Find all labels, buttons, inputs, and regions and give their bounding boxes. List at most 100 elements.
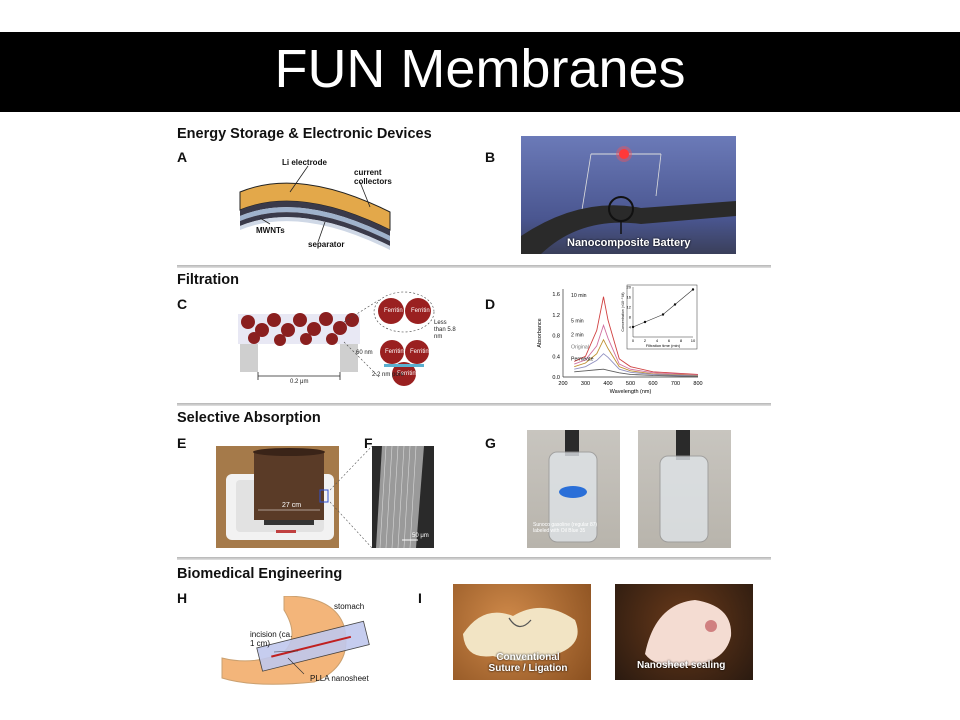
battery-caption: Nanocomposite Battery [567, 237, 691, 249]
inset-x-tick-label: 2 [644, 338, 647, 343]
panel-g-vial-before: Sunoco gasoline (regular 87) labeled wit… [527, 430, 620, 548]
inset-x-tick-label: 0 [632, 338, 635, 343]
label-ferritin-4: Ferritin [410, 349, 429, 355]
label-pore: 2.2 nm pore [372, 372, 405, 378]
inset-y-tick-label: 20 [627, 285, 632, 290]
inset-x-tick-label: 6 [668, 338, 671, 343]
panel-letter-c: C [177, 296, 188, 312]
inset-y-axis-label: Concentration (×10⁻⁶ M) [621, 292, 625, 331]
panel-letter-a: A [177, 149, 188, 165]
inset-x-tick-label: 10 [691, 338, 696, 343]
label-stomach: stomach [334, 602, 365, 611]
curve-label: 5 min [571, 319, 584, 325]
inset-y-tick-label: 12 [627, 305, 632, 310]
x-tick-label: 300 [581, 381, 590, 387]
title-bar: FUN Membranes [0, 32, 960, 112]
y-tick-label: 1.2 [552, 313, 560, 319]
label-mwnts: MWNTs [256, 226, 285, 235]
section-divider [177, 265, 771, 268]
stomach-illustration [221, 595, 370, 685]
y-axis-label: Absorbance [537, 318, 543, 347]
suture-caption: Conventional Suture / Ligation [488, 652, 568, 674]
label-separator: separator [308, 240, 345, 249]
panel-g-vial-after [638, 430, 731, 548]
y-tick-label: 0.0 [552, 375, 560, 381]
vial-caption: Sunoco gasoline (regular 87) labeled wit… [533, 522, 598, 534]
panel-i-suture-photo: Conventional Suture / Ligation [453, 584, 591, 680]
curve-label: 2 min [571, 333, 584, 339]
label-ferritin-1: Ferritin [384, 308, 403, 314]
inset-y-tick-label: 16 [627, 295, 632, 300]
label-nanosheet: PLLA nanosheet [310, 674, 369, 683]
label-roll-width: 27 cm [282, 502, 302, 509]
inset-y-tick-label: 8 [629, 315, 632, 320]
inset-point [673, 303, 677, 306]
section-divider [177, 403, 771, 406]
inset-x-tick-label: 4 [656, 338, 659, 343]
y-tick-label: 1.6 [552, 292, 560, 298]
panel-i-nanosheet-photo: Nanosheet sealing [615, 584, 753, 680]
section-title-filtration: Filtration [177, 272, 240, 288]
panel-h-stomach-diagram: stomach incision (ca. 1 cm) PLLA nanoshe… [214, 595, 394, 688]
label-ferritin-5: Ferritin [397, 371, 416, 377]
label-current-collectors: current collectors [354, 168, 392, 186]
inset-x-axis-label: Filtration time (min) [646, 343, 681, 348]
suture-tissue-illustration [463, 607, 578, 661]
panel-b-battery-photo: Nanocomposite Battery [521, 136, 736, 254]
panel-letter-d: D [485, 296, 496, 312]
series-line [574, 296, 699, 375]
section-divider [177, 557, 771, 560]
vial-before-illustration [548, 430, 598, 543]
label-less-than: Less than 5.8 nm [434, 320, 456, 340]
section-title-absorption: Selective Absorption [177, 410, 321, 426]
zoom-lines [330, 446, 373, 548]
vial-after-illustration [659, 430, 709, 543]
inset-point [643, 320, 647, 324]
label-width: 0.2 μm [290, 379, 309, 385]
x-axis-label: Wavelength (nm) [610, 389, 652, 395]
panel-e-membrane-photo: 27 cm [216, 446, 339, 548]
x-tick-label: 700 [671, 381, 680, 387]
panel-letter-i: I [418, 590, 422, 606]
y-tick-label: 0.4 [552, 354, 560, 360]
panel-letter-f: F [364, 435, 373, 451]
panel-c-filtration-diagram: Ferritin Ferritin Ferritin Ferritin Ferr… [234, 282, 456, 390]
battery-layers-illustration [239, 165, 391, 250]
panel-letter-b: B [485, 149, 496, 165]
label-thickness: 60 nm [356, 350, 373, 356]
membrane-roll-illustration [226, 448, 334, 540]
x-tick-label: 500 [626, 381, 635, 387]
panel-letter-h: H [177, 590, 188, 606]
nanosheet-caption: Nanosheet sealing [637, 660, 726, 671]
curve-label: 10 min [571, 293, 587, 299]
section-title-energy: Energy Storage & Electronic Devices [177, 126, 432, 142]
battery-photo-illustration [521, 146, 736, 254]
x-tick-label: 600 [648, 381, 657, 387]
label-ferritin-2: Ferritin [411, 308, 430, 314]
panel-a-battery-diagram: Li electrode current collectors MWNTs se… [230, 152, 410, 252]
inset-y-tick-label: 4 [629, 325, 632, 330]
panel-letter-g: G [485, 435, 496, 451]
label-incision: incision (ca. 1 cm) [250, 630, 293, 648]
series-line [574, 368, 699, 377]
inset-point [661, 313, 665, 316]
inset-x-tick-label: 8 [680, 338, 683, 343]
label-ferritin-3: Ferritin [385, 349, 404, 355]
label-sem-scale: 50 μm [412, 533, 429, 539]
curve-label: Permeate [571, 356, 594, 362]
y-tick-label: 0.8 [552, 334, 560, 340]
panel-letter-e: E [177, 435, 187, 451]
x-tick-label: 200 [558, 381, 567, 387]
inset-point [691, 288, 695, 291]
curve-label: Original [571, 345, 589, 351]
slide-title: FUN Membranes [274, 39, 686, 99]
label-li-electrode: Li electrode [282, 158, 327, 167]
series-line [574, 353, 699, 377]
sem-cross-section-illustration [376, 445, 424, 549]
section-title-biomedical: Biomedical Engineering [177, 566, 343, 582]
series-line [574, 338, 699, 376]
x-tick-label: 800 [693, 381, 702, 387]
ferritin-membrane-illustration [238, 291, 435, 386]
